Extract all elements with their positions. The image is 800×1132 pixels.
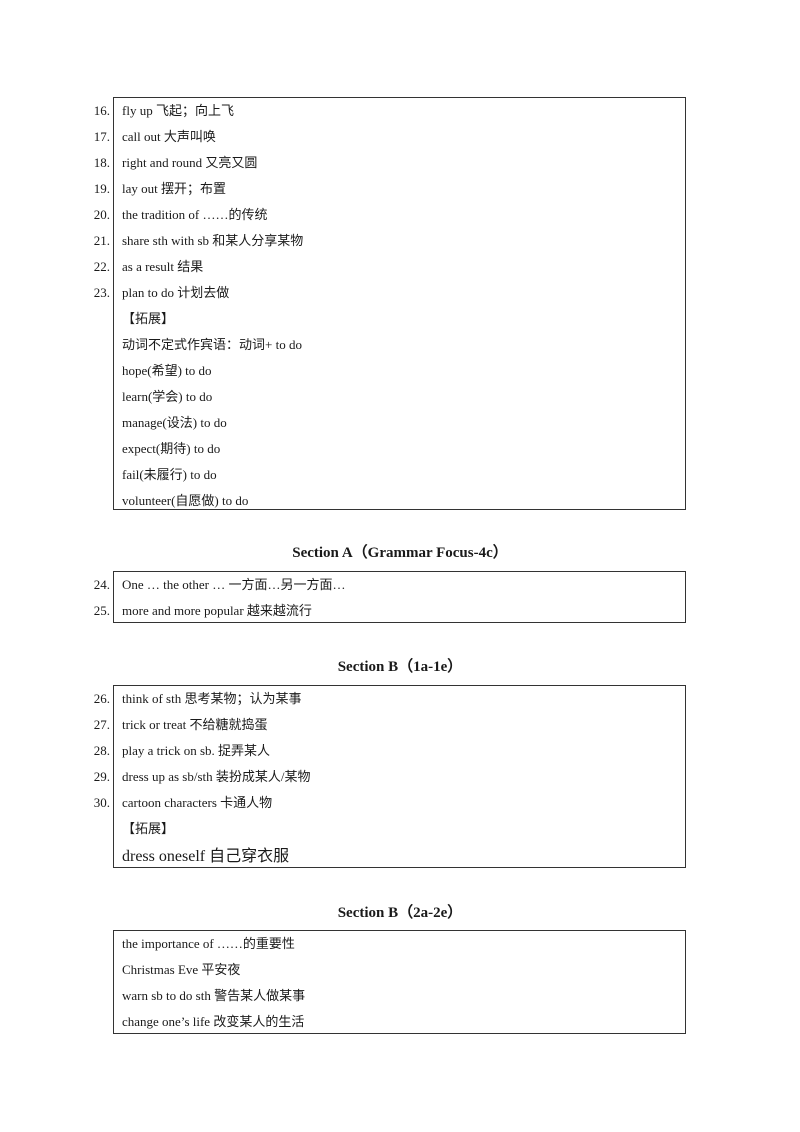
phrase-row: 21. share sth with sb 和某人分享某物 xyxy=(94,228,685,254)
phrase-row: 16. fly up 飞起；向上飞 xyxy=(94,98,685,124)
phrase-row: dress oneself 自己穿衣服 xyxy=(114,842,685,872)
phrase-number: 19. xyxy=(93,181,110,196)
phrase-box-4: the importance of ……的重要性 Christmas Eve 平安… xyxy=(113,930,686,1034)
phrase-row: warn sb to do sth 警告某人做某事 xyxy=(114,983,685,1009)
phrase-text: the tradition of ……的传统 xyxy=(122,207,268,222)
phrase-row: 19. lay out 摆开；布置 xyxy=(94,176,685,202)
phrase-text: lay out 摆开；布置 xyxy=(122,181,226,196)
phrase-row: 25. more and more popular 越来越流行 xyxy=(94,598,685,624)
phrase-text: volunteer(自愿做) to do xyxy=(122,493,249,508)
phrase-number: 22. xyxy=(93,259,110,274)
phrase-text: call out 大声叫唤 xyxy=(122,129,216,144)
phrase-row: 17. call out 大声叫唤 xyxy=(94,124,685,150)
phrase-text: 【拓展】 xyxy=(122,311,175,326)
phrase-text: dress up as sb/sth 装扮成某人/某物 xyxy=(122,769,311,784)
phrase-text: cartoon characters 卡通人物 xyxy=(122,795,273,810)
phrase-row: 22. as a result 结果 xyxy=(94,254,685,280)
phrase-row: 24. One … the other … 一方面…另一方面… xyxy=(94,572,685,598)
phrase-text: expect(期待) to do xyxy=(122,441,221,456)
phrase-text: manage(设法) to do xyxy=(122,415,227,430)
phrase-text: right and round 又亮又圆 xyxy=(122,155,258,170)
phrase-box-1: 16. fly up 飞起；向上飞 17. call out 大声叫唤 18. right… xyxy=(94,97,686,510)
phrase-number: 26. xyxy=(93,691,110,706)
phrase-text: the importance of ……的重要性 xyxy=(122,936,295,951)
phrase-number: 16. xyxy=(93,103,110,118)
phrase-row: learn(学会) to do xyxy=(114,384,685,410)
phrase-text: 动词不定式作宾语：动词+ to do xyxy=(122,337,302,352)
phrase-number: 20. xyxy=(93,207,110,222)
phrase-row: 26. think of sth 思考某物；认为某事 xyxy=(94,686,685,712)
phrase-text: Christmas Eve 平安夜 xyxy=(122,962,241,977)
phrase-row: 18. right and round 又亮又圆 xyxy=(94,150,685,176)
phrase-row: 20. the tradition of ……的传统 xyxy=(94,202,685,228)
phrase-text: warn sb to do sth 警告某人做某事 xyxy=(122,988,306,1003)
phrase-row: 【拓展】 xyxy=(114,306,685,332)
phrase-text: more and more popular 越来越流行 xyxy=(122,603,312,618)
phrase-number: 29. xyxy=(93,769,110,784)
section-b-2a-heading: Section B（2a-2e） xyxy=(337,905,463,921)
phrase-row: 28. play a trick on sb. 捉弄某人 xyxy=(94,738,685,764)
phrase-row: expect(期待) to do xyxy=(114,436,685,462)
phrase-row: 【拓展】 xyxy=(114,816,685,842)
phrase-number: 17. xyxy=(93,129,110,144)
phrase-text: think of sth 思考某物；认为某事 xyxy=(122,691,302,706)
section-a-heading: Section A（Grammar Focus-4c） xyxy=(292,545,508,561)
phrase-row: manage(设法) to do xyxy=(114,410,685,436)
phrase-box-2: 24. One … the other … 一方面…另一方面… 25. more an… xyxy=(94,571,686,624)
phrase-text: One … the other … 一方面…另一方面… xyxy=(122,577,346,592)
phrase-number: 30. xyxy=(93,795,110,810)
phrase-row: 29. dress up as sb/sth 装扮成某人/某物 xyxy=(94,764,685,790)
phrase-number: 23. xyxy=(93,285,110,300)
phrase-number: 24. xyxy=(93,577,110,592)
phrase-row: 27. trick or treat 不给糖就捣蛋 xyxy=(94,712,685,738)
phrase-text: dress oneself 自己穿衣服 xyxy=(122,848,290,865)
phrase-text: fly up 飞起；向上飞 xyxy=(122,103,234,118)
phrase-text: fail(未履行) to do xyxy=(122,467,217,482)
phrase-row: fail(未履行) to do xyxy=(114,462,685,488)
phrase-text: change one’s life 改变某人的生活 xyxy=(122,1014,305,1029)
phrase-row: hope(希望) to do xyxy=(114,358,685,384)
phrase-text: trick or treat 不给糖就捣蛋 xyxy=(122,717,268,732)
phrase-text: play a trick on sb. 捉弄某人 xyxy=(122,743,271,758)
phrase-row: the importance of ……的重要性 xyxy=(114,931,685,957)
phrase-number: 21. xyxy=(93,233,110,248)
section-b-1a-heading: Section B（1a-1e） xyxy=(337,659,463,675)
phrase-row: 30. cartoon characters 卡通人物 xyxy=(94,790,685,816)
phrase-row: 动词不定式作宾语：动词+ to do xyxy=(114,332,685,358)
phrase-row: volunteer(自愿做) to do xyxy=(114,488,685,514)
phrase-text: plan to do 计划去做 xyxy=(122,285,230,300)
phrase-number: 28. xyxy=(93,743,110,758)
phrase-number: 18. xyxy=(93,155,110,170)
phrase-text: as a result 结果 xyxy=(122,259,204,274)
phrase-number: 25. xyxy=(93,603,110,618)
phrase-row: Christmas Eve 平安夜 xyxy=(114,957,685,983)
phrase-number: 27. xyxy=(93,717,110,732)
phrase-text: hope(希望) to do xyxy=(122,363,212,378)
phrase-text: 【拓展】 xyxy=(122,821,175,836)
phrase-box-3: 26. think of sth 思考某物；认为某事 27. trick or tre… xyxy=(94,685,686,868)
phrase-row: 23. plan to do 计划去做 xyxy=(94,280,685,306)
phrase-text: learn(学会) to do xyxy=(122,389,213,404)
phrase-row: change one’s life 改变某人的生活 xyxy=(114,1009,685,1035)
phrase-text: share sth with sb 和某人分享某物 xyxy=(122,233,304,248)
